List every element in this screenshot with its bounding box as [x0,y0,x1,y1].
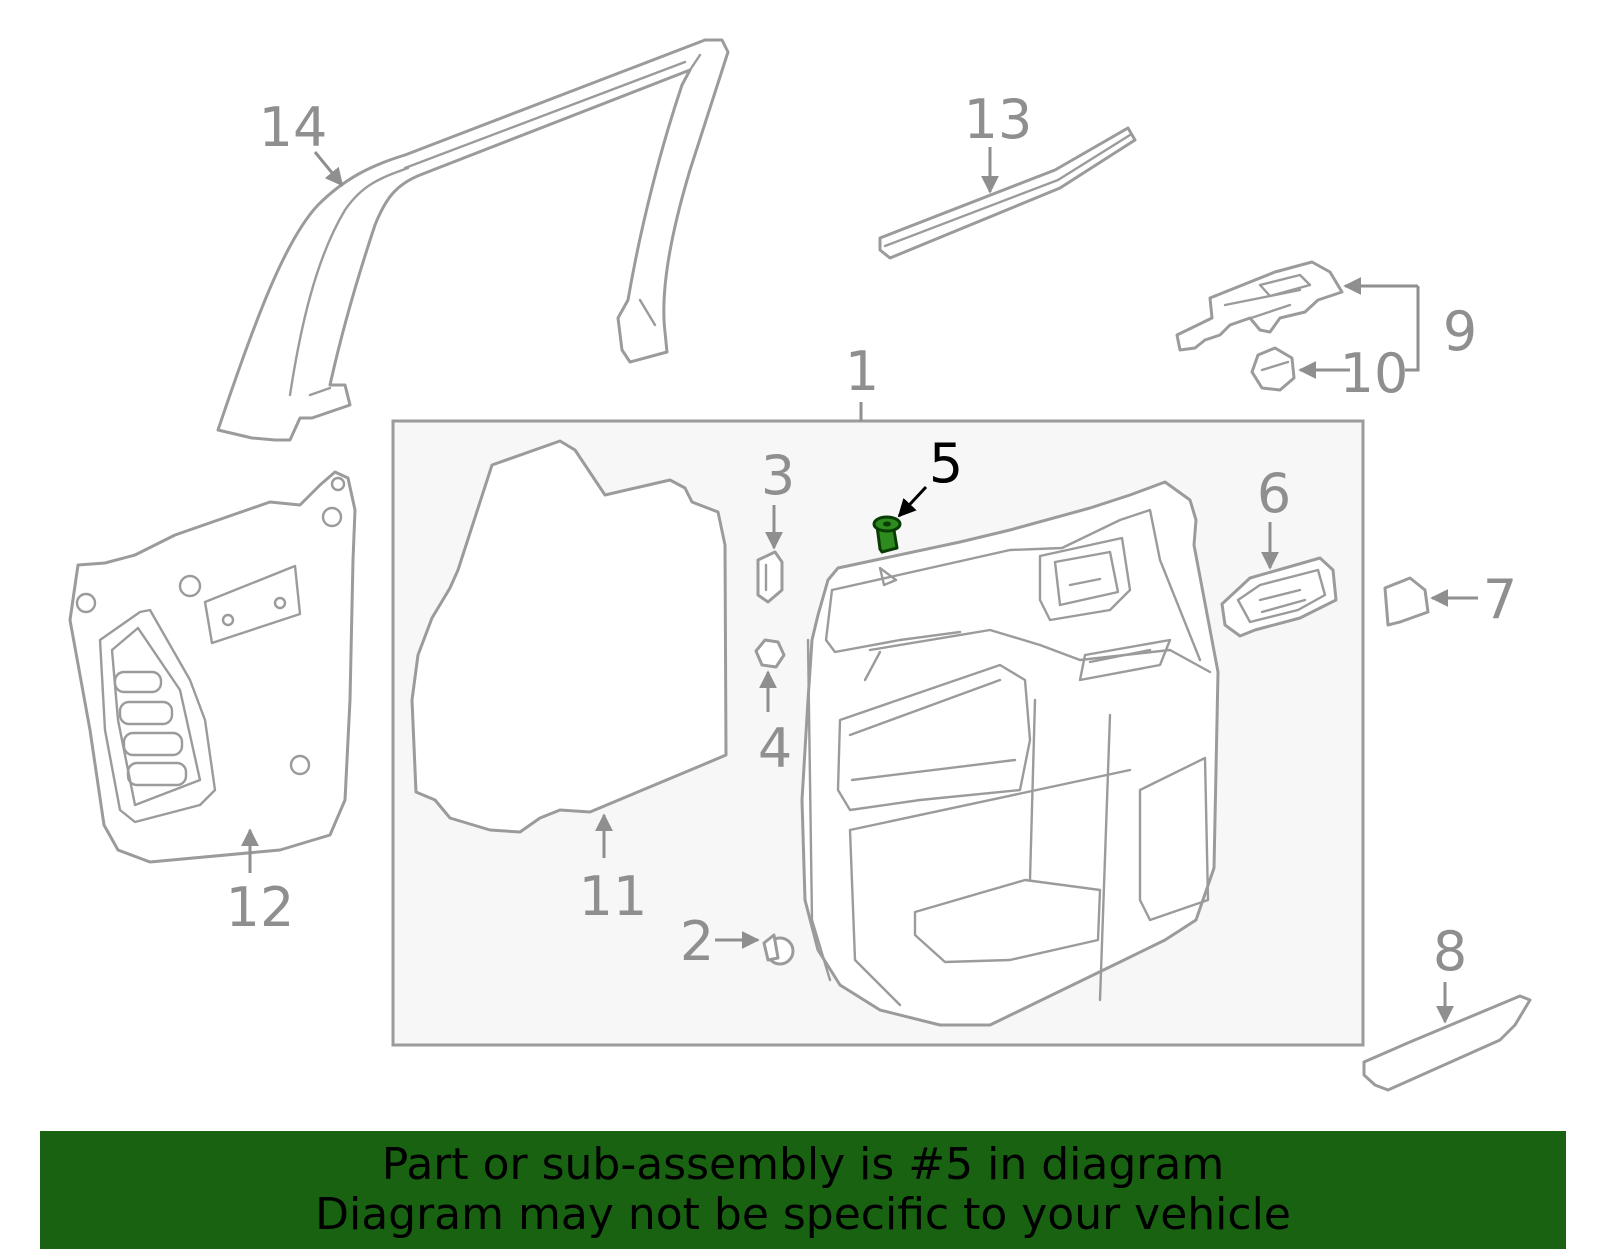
callout-1: 1 [845,340,879,403]
callout-6: 6 [1257,462,1291,525]
part-1-door-panel[interactable] [800,480,1220,1027]
callout-4: 4 [758,717,792,780]
part-10-clip[interactable] [1250,346,1296,392]
callout-5: 5 [929,432,963,495]
part-6-door-handle[interactable] [1220,556,1338,638]
callouts: 1 2 3 4 5 6 7 8 9 10 11 12 13 14 [226,88,1518,983]
callout-9: 9 [1443,300,1477,363]
part-4-nut[interactable] [754,638,786,669]
callout-11: 11 [579,865,648,928]
callout-3: 3 [761,444,795,507]
part-5-fastener[interactable] [872,515,902,554]
callout-8: 8 [1433,920,1467,983]
part-2-push-pin[interactable] [762,933,795,966]
callout-14: 14 [259,96,328,159]
callout-10: 10 [1340,342,1409,405]
part-8-trim-strip[interactable] [1362,994,1532,1092]
info-banner: Part or sub-assembly is #5 in diagram Di… [40,1131,1566,1249]
leader-5 [897,485,928,518]
leader-lines [241,147,1478,1024]
part-11-water-deflector[interactable] [410,439,728,834]
callout-7: 7 [1483,568,1517,631]
part-7-cap[interactable] [1383,576,1430,627]
part-14-frame-molding[interactable] [216,38,730,442]
callout-2: 2 [680,910,714,973]
part-3-clip[interactable] [756,550,784,604]
banner-line-disclaimer: Diagram may not be specific to your vehi… [315,1189,1291,1240]
leader-14 [313,151,344,187]
banner-line-part: Part or sub-assembly is #5 in diagram [381,1139,1225,1190]
part-13-belt-weatherstrip[interactable] [878,126,1137,260]
leader-9 [1345,286,1420,372]
callout-13: 13 [964,88,1033,151]
part-12-trim-panel[interactable] [68,470,357,864]
part-9-switch-bezel[interactable] [1175,260,1344,352]
part-5-hole [883,521,891,527]
callout-12: 12 [226,876,295,939]
